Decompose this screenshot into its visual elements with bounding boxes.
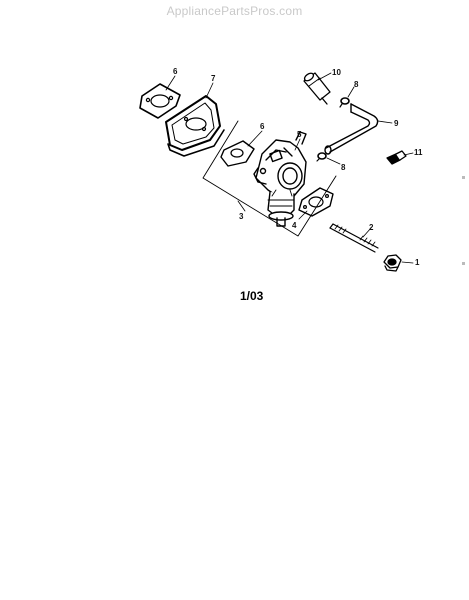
nut-part-1 bbox=[383, 254, 402, 272]
callout-3: 3 bbox=[239, 212, 244, 221]
callout-7: 7 bbox=[211, 74, 216, 83]
callout-6-inner: 6 bbox=[260, 122, 265, 131]
assembly-bracket-3 bbox=[202, 120, 337, 237]
clip-part-11 bbox=[386, 150, 407, 165]
gasket-part-6-upper bbox=[139, 83, 181, 119]
edge-mark bbox=[462, 176, 465, 179]
callout-11: 11 bbox=[414, 148, 423, 157]
gasket-part-4 bbox=[298, 187, 334, 217]
stud-part-2 bbox=[329, 223, 379, 253]
carburetor-part-5 bbox=[253, 131, 307, 227]
clamp-part-8-lower bbox=[316, 152, 327, 162]
callout-8-lower: 8 bbox=[341, 163, 346, 172]
site-watermark: AppliancePartsPros.com bbox=[166, 4, 303, 18]
fuel-filter-part-10 bbox=[303, 72, 331, 105]
callout-5: 5 bbox=[297, 130, 302, 139]
fuel-line-part-9 bbox=[324, 103, 379, 155]
callout-9: 9 bbox=[394, 119, 399, 128]
callout-1: 1 bbox=[415, 258, 420, 267]
callout-8-upper: 8 bbox=[354, 80, 359, 89]
edge-mark bbox=[462, 262, 465, 265]
callout-10: 10 bbox=[332, 68, 341, 77]
callout-6-upper: 6 bbox=[173, 67, 178, 76]
gasket-part-6-inner bbox=[220, 140, 255, 167]
callout-4: 4 bbox=[292, 221, 297, 230]
callout-2: 2 bbox=[369, 223, 374, 232]
air-filter-bracket-part-7 bbox=[165, 95, 225, 157]
diagram-date-code: 1/03 bbox=[240, 289, 264, 303]
clamp-part-8-upper bbox=[339, 97, 350, 108]
